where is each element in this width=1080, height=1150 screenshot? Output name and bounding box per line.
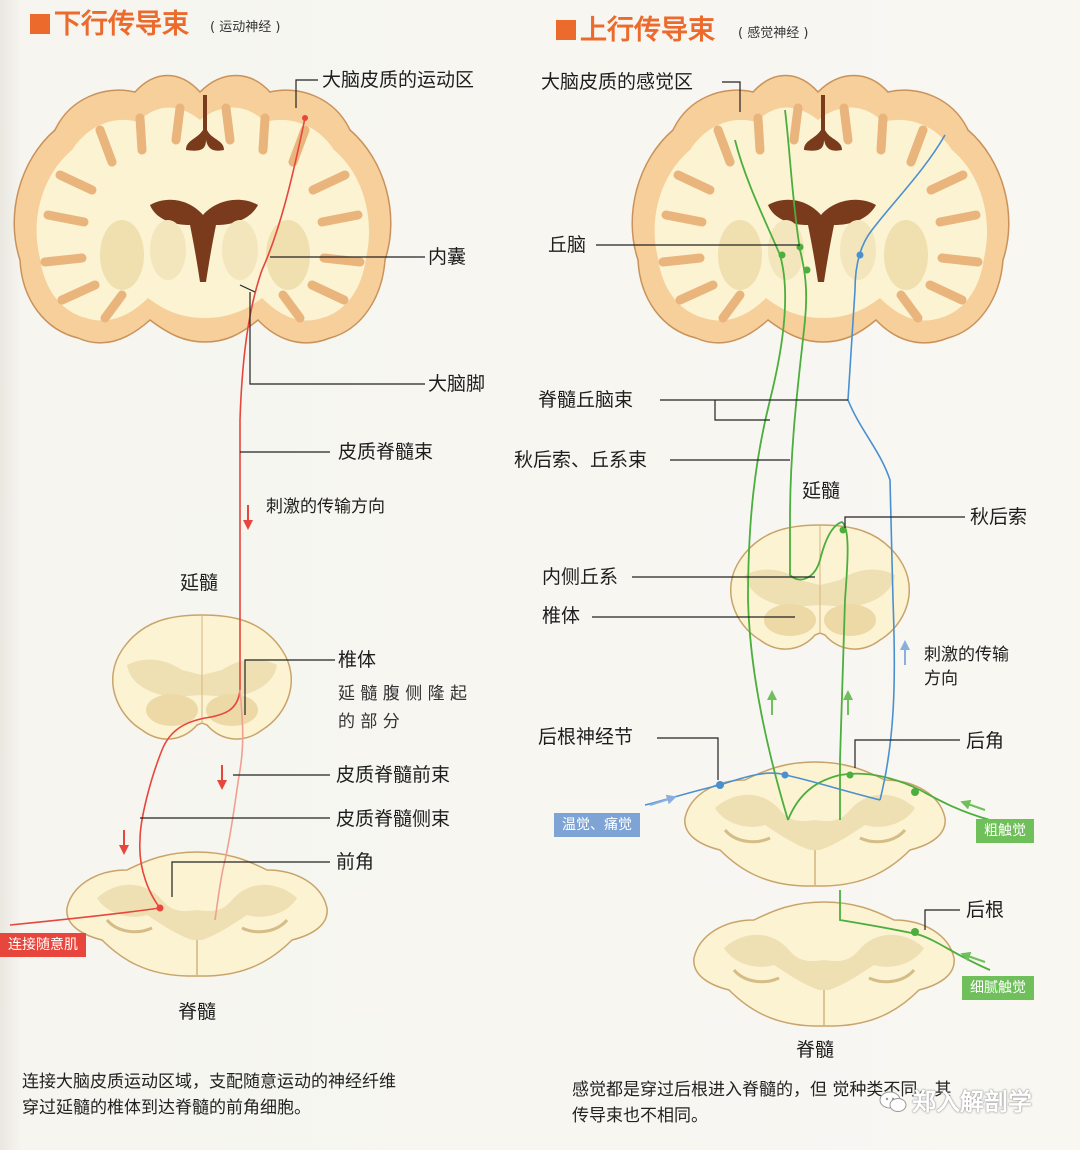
- label-left-pyramid: 椎体: [338, 649, 377, 671]
- tag-voluntary-muscle: 连接随意肌: [0, 933, 86, 957]
- left-brain-section: [14, 76, 391, 343]
- left-title: 下行传导束: [30, 9, 189, 41]
- wechat-icon: [879, 1091, 907, 1112]
- right-medulla-section: [729, 524, 911, 650]
- label-dorsal-column: 秋后索: [970, 506, 1028, 528]
- anterior-horn-neuron: [156, 904, 164, 912]
- left-caption-line-1: 连接大脑皮质运动区域，支配随意运动的神经纤维: [22, 1072, 396, 1092]
- label-anterior-tract: 皮质脊髓前束: [336, 764, 451, 786]
- tag-coarse-touch: 粗触觉: [976, 819, 1034, 843]
- right-stimulus-arrows: [649, 640, 986, 963]
- right-title: 上行传导束: [556, 15, 715, 47]
- label-dorsal-root: 后根: [966, 899, 1005, 921]
- watermark-text: 郑入解剖学: [912, 1088, 1032, 1116]
- left-leader-lines: [140, 79, 425, 897]
- label-right-spinal-cord: 脊髓: [796, 1039, 835, 1061]
- right-leader-lines: [592, 81, 965, 930]
- right-caption-line-2: 传导束也不相同。: [572, 1106, 708, 1126]
- label-sensory-cortex: 大脑皮质的感觉区: [541, 71, 694, 93]
- right-neuron-dots: [716, 243, 919, 936]
- tag-temperature-pain: 温觉、痛觉: [554, 813, 640, 837]
- label-right-stimulus-direction-1: 刺激的传输: [924, 645, 1009, 665]
- left-stimulus-arrows: [119, 505, 253, 855]
- label-left-spinal-cord: 脊髓: [178, 1001, 217, 1023]
- motor-pathway: [9, 117, 306, 926]
- label-left-medulla: 延髓: [180, 572, 219, 594]
- label-dorsal-horn: 后角: [966, 730, 1005, 752]
- label-medial-lemniscus: 内侧丘系: [542, 566, 619, 588]
- motor-cortex-neuron: [302, 115, 308, 121]
- label-thalamus: 丘脑: [548, 234, 587, 256]
- label-pyramid-desc-1: 延 髓 腹 侧 隆 起: [338, 684, 468, 704]
- label-dorsal-column-lemniscus: 秋后索、丘系束: [514, 449, 648, 471]
- left-subtitle: ( 运动神经 ): [210, 20, 281, 35]
- left-medulla-section: [111, 614, 293, 740]
- label-lateral-tract: 皮质脊髓侧束: [336, 808, 451, 830]
- right-brain-section: [632, 76, 1009, 343]
- left-caption-line-2: 穿过延髓的椎体到达脊髓的前角细胞。: [22, 1098, 311, 1118]
- label-spinothalamic: 脊髓丘脑束: [538, 389, 634, 411]
- right-caption-line-1: 感觉都是穿过后根进入脊髓的，但 觉种类不同，其: [572, 1080, 952, 1100]
- right-spinal-cord-lumbar: [683, 760, 947, 888]
- label-right-stimulus-direction-2: 方向: [924, 669, 958, 689]
- label-left-stimulus-direction: 刺激的传输方向: [266, 497, 385, 517]
- right-title-text: 上行传导束: [580, 15, 715, 46]
- label-dorsal-root-ganglion: 后根神经节: [538, 726, 634, 748]
- label-anterior-horn: 前角: [336, 851, 375, 873]
- tag-fine-touch: 细腻触觉: [962, 976, 1034, 1000]
- right-subtitle: ( 感觉神经 ): [738, 26, 809, 41]
- label-right-pyramid: 椎体: [542, 605, 581, 627]
- right-title-square-icon: [556, 20, 576, 40]
- right-spinal-cord-lower: [692, 900, 956, 1028]
- label-corticospinal-tract: 皮质脊髓束: [338, 441, 434, 463]
- label-cerebral-peduncle: 大脑脚: [428, 373, 486, 395]
- label-internal-capsule: 内囊: [428, 246, 467, 268]
- label-motor-cortex: 大脑皮质的运动区: [322, 69, 475, 91]
- label-pyramid-desc-2: 的 部 分: [338, 712, 400, 732]
- left-title-text: 下行传导束: [54, 9, 189, 40]
- left-title-square-icon: [30, 14, 50, 34]
- label-right-medulla: 延髓: [802, 480, 841, 502]
